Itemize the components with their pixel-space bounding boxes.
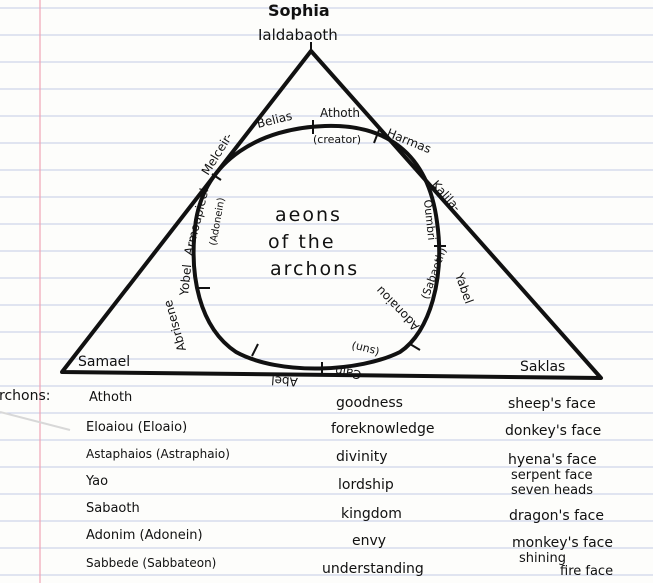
archon-attribute: divinity (336, 449, 388, 465)
ring-label-abrisene: Abrisene (161, 298, 189, 353)
archon-face: monkey's face (512, 535, 613, 551)
archon-name: Sabbede (Sabbateon) (86, 556, 217, 570)
center-aeons: aeons (275, 204, 342, 226)
label-samael: Samael (78, 354, 130, 370)
ring-dividers (198, 120, 446, 375)
ring-label-athoth: Athoth (320, 106, 360, 120)
archons-heading: rchons: (0, 388, 51, 404)
paper-fold-line (0, 411, 71, 431)
ring-label-armoupieel: Armoupieel (181, 187, 211, 257)
ring-label-yabel: Yabel (452, 270, 476, 305)
label-ialdabaoth: Ialdabaoth (258, 26, 338, 44)
ring-label-sun: (sun) (350, 339, 381, 358)
archon-face-second-line: fire face (560, 564, 614, 579)
archon-name: Eloaiou (Eloaio) (86, 420, 188, 435)
ring-label-oumbri: Oumbri (421, 199, 438, 241)
aeon-ring (191, 123, 442, 371)
label-sophia: Sophia (268, 1, 330, 20)
archon-name: Adonim (Adonein) (86, 528, 203, 543)
archon-attribute: kingdom (341, 506, 402, 522)
ring-label-belias: Belias (255, 109, 293, 131)
archon-attribute: understanding (322, 561, 424, 577)
ring-label-abel: Abel (271, 373, 298, 389)
archon-name: Athoth (89, 390, 133, 405)
ring-label-adonein-paren: (Adonein) (208, 197, 227, 247)
archon-attribute: envy (352, 533, 387, 549)
label-saklas: Saklas (520, 359, 565, 375)
archon-triangle (60, 49, 603, 380)
ring-label-adonaiou: Adonaiou (373, 283, 422, 333)
archon-face: serpent face (511, 468, 593, 483)
archon-face: shining (519, 551, 566, 566)
archon-attribute: lordship (338, 477, 394, 493)
ring-label-creator: (creator) (313, 133, 361, 146)
archon-name: Yao (86, 474, 109, 489)
ring-label-yobel: Yobel (177, 264, 194, 298)
archon-name: Sabaoth (86, 501, 140, 516)
ring-label-harmas: Harmas (385, 126, 433, 156)
archon-face: hyena's face (508, 452, 597, 468)
archon-attribute: goodness (336, 395, 403, 411)
archon-face-second-line: seven heads (511, 483, 594, 498)
archon-attribute: foreknowledge (331, 421, 435, 437)
archon-face: donkey's face (505, 423, 602, 439)
archon-face: sheep's face (508, 396, 596, 412)
center-archons: archons (270, 258, 359, 280)
archon-name: Astaphaios (Astraphaio) (86, 447, 230, 461)
ring-label-cain: Cain (334, 363, 363, 381)
archon-face: dragon's face (509, 508, 604, 524)
center-of-the: of the (268, 231, 336, 253)
